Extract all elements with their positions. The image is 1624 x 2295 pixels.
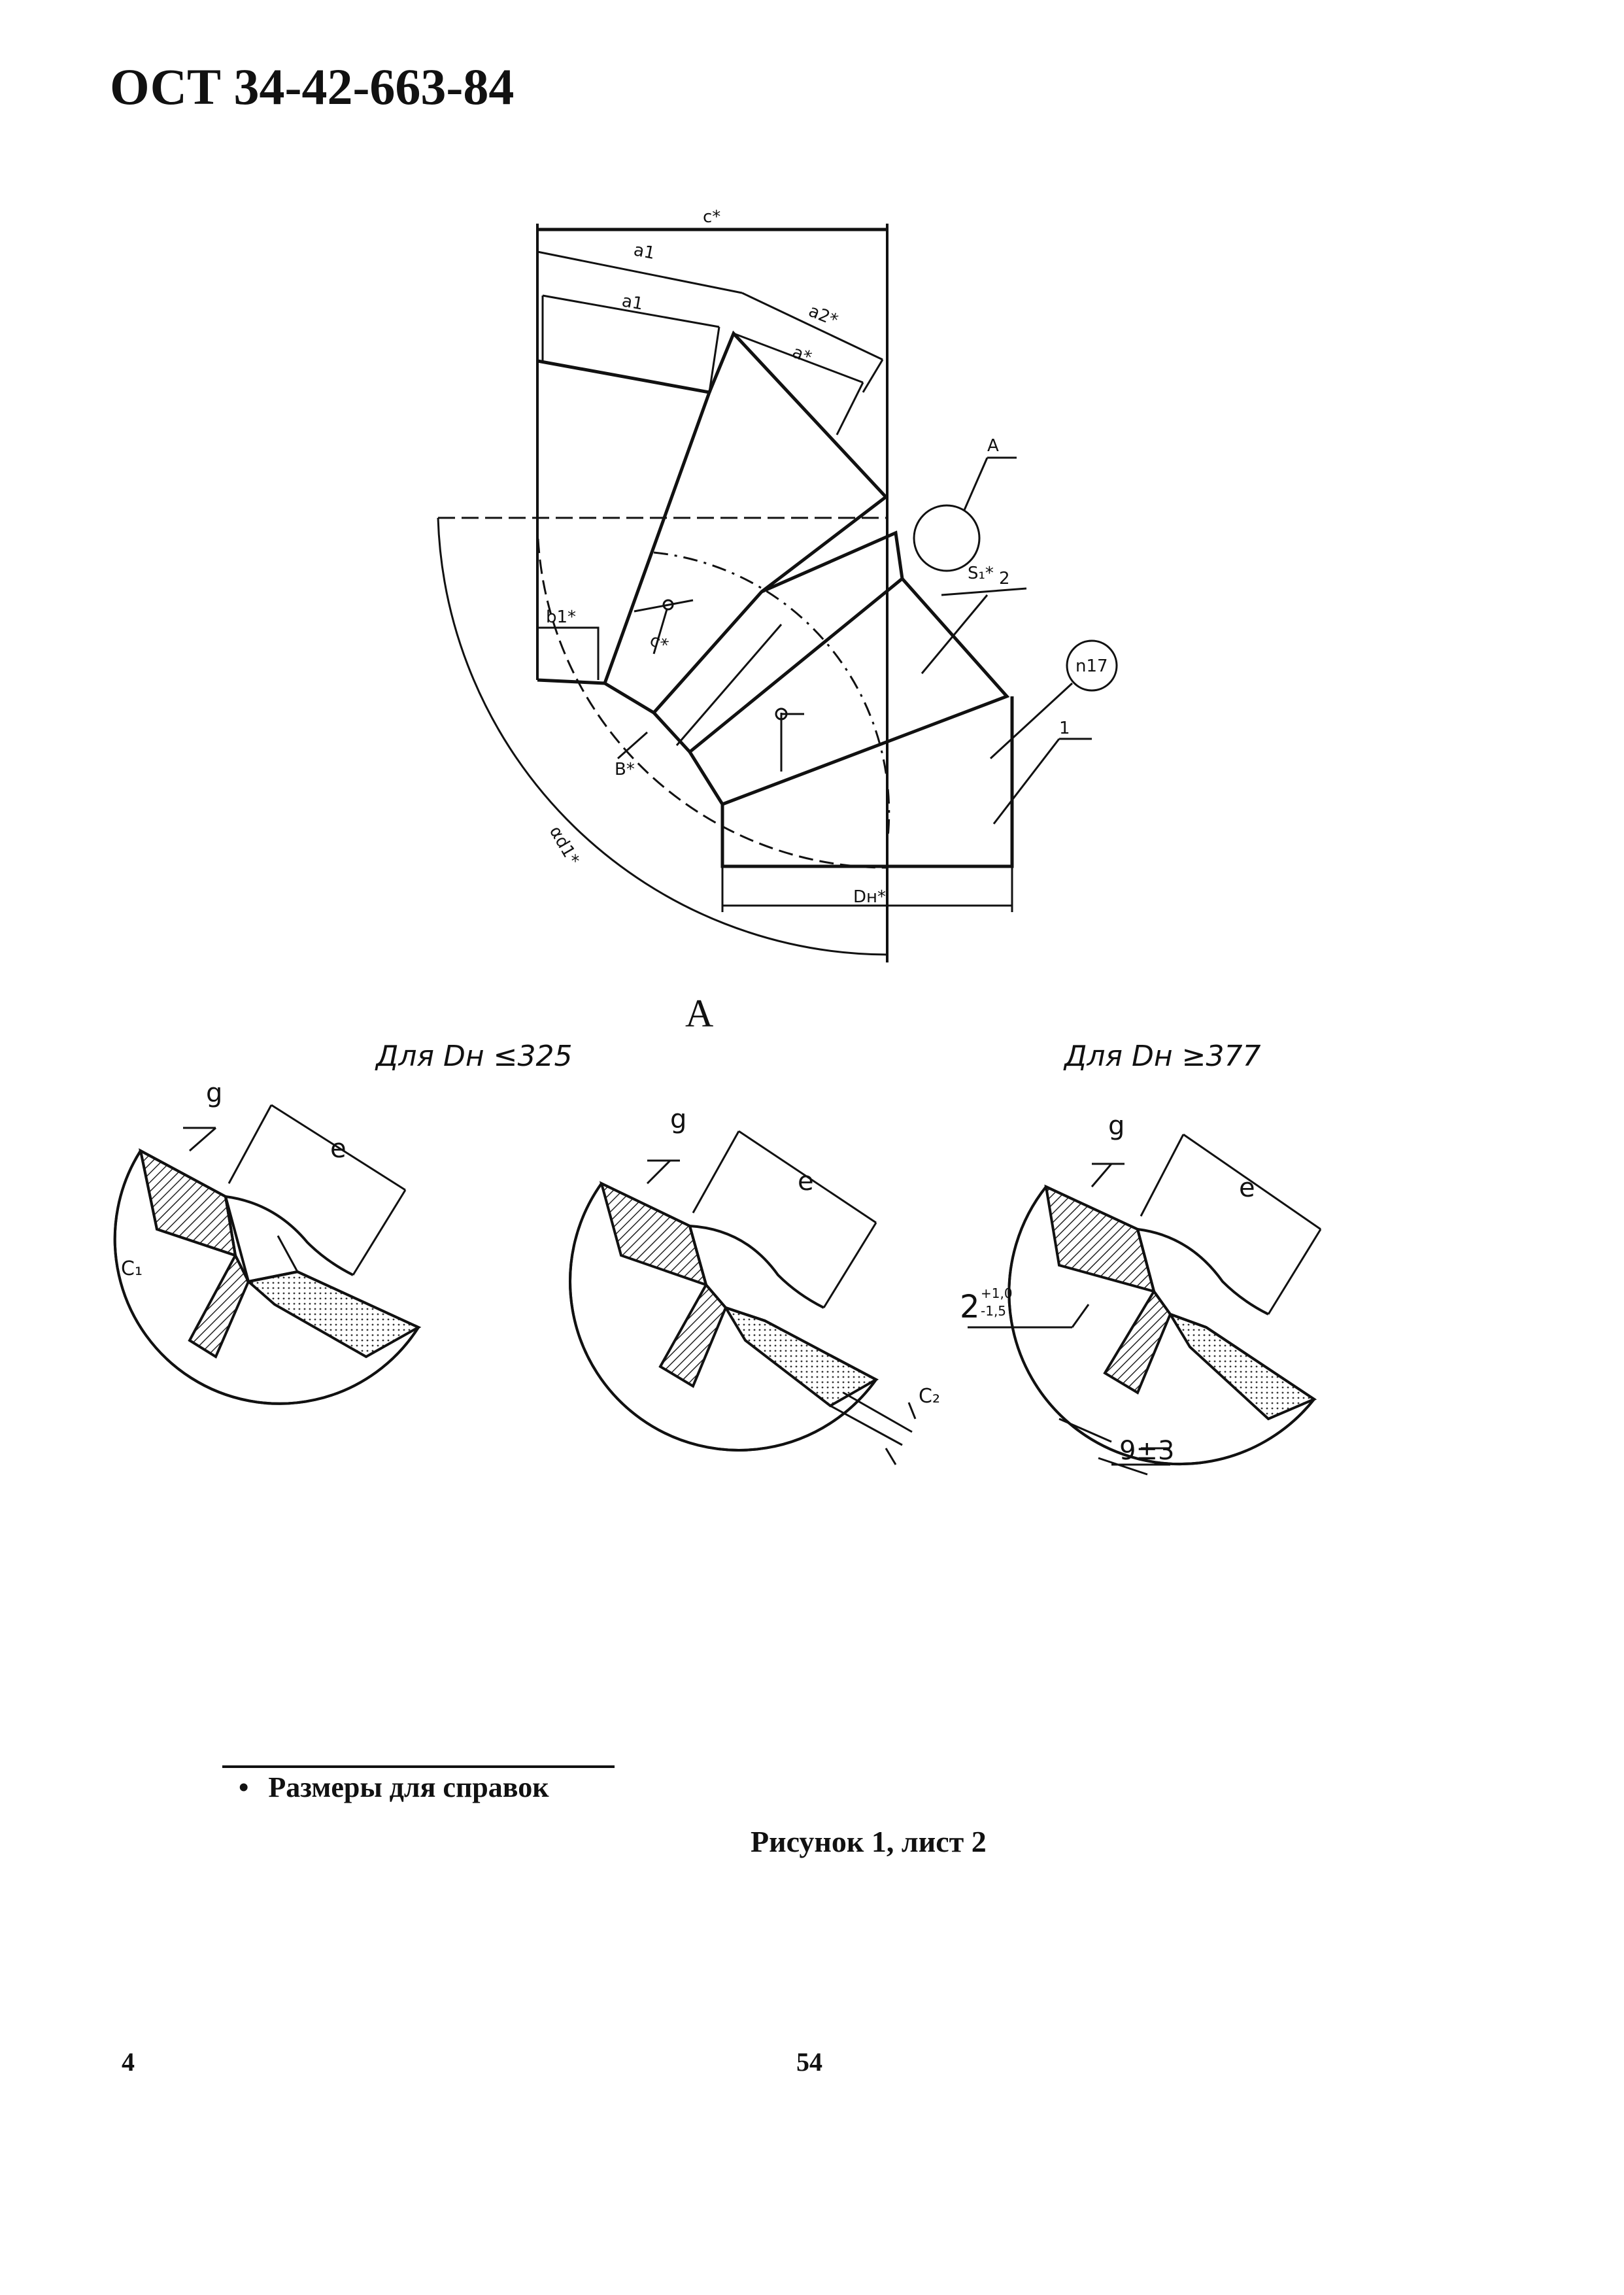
document-header: ОСТ 34-42-663-84 — [110, 58, 515, 115]
weld-detail-2 — [568, 1130, 917, 1465]
leader-a-label: A — [987, 436, 999, 456]
footnote-rule — [222, 1765, 615, 1768]
dim-a1-inner-label: a1 — [620, 291, 645, 314]
detail-label-small: Для Dн ≤325 — [375, 1040, 572, 1073]
dim-a1-label: a1 — [632, 240, 657, 264]
dim-9-3-label: 9±3 — [1119, 1436, 1174, 1466]
s1-label: S₁* — [968, 564, 994, 583]
part-1-label: 1 — [1059, 719, 1070, 738]
dn-label: Dн* — [853, 887, 886, 907]
tolerance-base-label: 2 — [960, 1289, 980, 1325]
c-star-label: c* — [647, 630, 671, 656]
detail1-g-label: g — [206, 1078, 222, 1108]
page-number-center: 54 — [796, 2047, 822, 2077]
s1-value-label: 2 — [999, 569, 1010, 588]
page-number-left: 4 — [122, 2047, 135, 2077]
figure-caption: Рисунок 1, лист 2 — [751, 1825, 987, 1858]
footnote-text: Размеры для справок — [268, 1771, 549, 1803]
weld-detail-1 — [113, 1104, 422, 1405]
detail2-g-label: g — [670, 1104, 686, 1134]
footnote-bullet: • — [239, 1771, 249, 1803]
weld-detail-3 — [968, 1133, 1322, 1476]
detail-label-large: Для Dн ≥377 — [1063, 1040, 1260, 1073]
elbow-drawing — [437, 224, 1118, 962]
n17-label: n17 — [1075, 656, 1108, 676]
view-a-label: А — [685, 992, 713, 1035]
detail1-c1-label: C₁ — [121, 1257, 143, 1280]
detail3-e-label: e — [1239, 1173, 1255, 1203]
dim-a-label: a* — [789, 343, 814, 368]
detail2-c2-label: C₂ — [919, 1385, 940, 1408]
tolerance-lower-label: -1,5 — [981, 1303, 1006, 1319]
dim-c-label: c* — [703, 207, 720, 227]
b-star-label: B* — [615, 760, 635, 779]
detail2-e-label: e — [798, 1166, 814, 1197]
detail3-g-label: g — [1108, 1111, 1125, 1141]
detail1-e-label: e — [330, 1134, 347, 1164]
footnote: • Размеры для справок — [239, 1771, 549, 1804]
tolerance-upper-label: +1,0 — [981, 1285, 1013, 1301]
b1-label: b1* — [546, 607, 576, 627]
